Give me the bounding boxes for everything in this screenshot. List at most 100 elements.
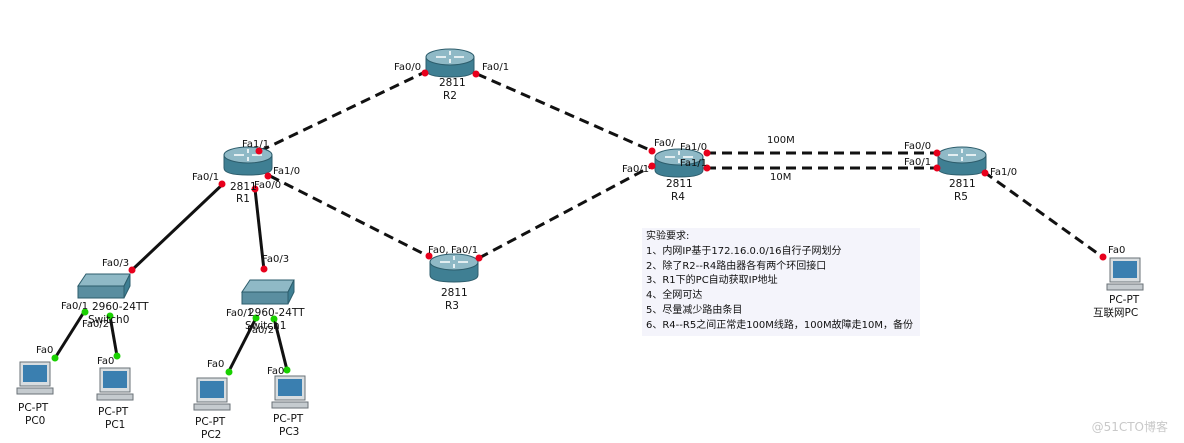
r1-model: 2811 <box>230 181 257 193</box>
screen <box>278 379 302 396</box>
screen <box>103 371 127 388</box>
requirement-item: 6、R4--R5之间正常走100M线路，100M故障走10M，备份 <box>646 319 913 331</box>
pc-base <box>1106 283 1144 291</box>
port-labels: Fa0/0 Fa0/1 Fa1/1 Fa0/1 Fa1/0 Fa0/0 Fa0/… <box>36 62 1125 377</box>
port-dot <box>113 352 121 360</box>
requirement-item: 5、尽量减少路由条目 <box>646 304 743 316</box>
port-dot <box>648 147 656 155</box>
pc-pc1[interactable] <box>96 367 134 401</box>
r4-name: R4 <box>671 191 685 203</box>
sw0-name: Switch0 <box>88 314 129 326</box>
port-dot <box>51 354 59 362</box>
pc-base <box>96 393 134 401</box>
pcinet-name: 互联网PC <box>1093 307 1138 319</box>
port-label: Fa0/1 <box>904 157 931 168</box>
link-r1-sw0 <box>130 181 226 272</box>
port-dot <box>475 254 483 262</box>
port-dot <box>933 149 941 157</box>
port-label: Fa0/2 <box>247 325 274 336</box>
port-label: Fa0/2 <box>82 319 109 330</box>
port-dot <box>106 312 114 320</box>
requirement-item: 4、全网可达 <box>646 290 703 302</box>
link-r1-r3 <box>269 174 429 258</box>
port-label: Fa0/1 <box>192 172 219 183</box>
router-r1[interactable] <box>223 146 273 176</box>
screen <box>1113 261 1137 278</box>
link-sw1-pc2 <box>226 317 258 374</box>
port-label: Fa1/0 <box>990 167 1017 178</box>
port-dot <box>81 308 89 316</box>
pc2-model: PC-PT <box>195 416 226 428</box>
port-label: Fa0 <box>36 345 53 356</box>
sw1-model: 2960-24TT <box>248 307 305 319</box>
port-dot <box>255 147 263 155</box>
link-sw0-pc0 <box>53 311 86 359</box>
port-label: Fa0 <box>97 356 114 367</box>
switch-icon <box>77 273 131 287</box>
link-label-100m: 100M <box>767 135 795 146</box>
port-dot <box>270 315 278 323</box>
port-label: Fa0/1 <box>622 164 649 175</box>
r1-name: R1 <box>236 193 250 205</box>
port-label: Fa1/1 <box>680 158 707 169</box>
port-dot <box>128 266 136 274</box>
port-dot <box>703 149 711 157</box>
link-sw1-pc3 <box>272 317 289 371</box>
requirements-title: 实验要求: <box>646 231 690 242</box>
pc-pc0[interactable] <box>16 361 54 395</box>
router-arrows-icon <box>436 51 464 63</box>
router-r3[interactable] <box>429 253 479 283</box>
port-label: Fa0, <box>428 245 449 256</box>
pc2-name: PC2 <box>201 429 221 441</box>
switch-side <box>123 273 131 299</box>
port-dot <box>251 185 259 193</box>
port-dots <box>51 69 1107 376</box>
router-arrows-icon <box>234 149 262 161</box>
pc0-model: PC-PT <box>18 402 49 414</box>
port-label: Fa0/0 <box>394 62 421 73</box>
pc3-name: PC3 <box>279 426 299 438</box>
links <box>53 70 1105 374</box>
pc-base <box>271 401 309 409</box>
port-label: Fa0/1 <box>482 62 509 73</box>
pc-pc3[interactable] <box>271 375 309 409</box>
link-r2-r4 <box>476 72 653 153</box>
switch-sw0[interactable] <box>77 273 131 299</box>
link-sw0-pc1 <box>108 315 119 357</box>
port-label: Fa1/1 <box>242 139 269 150</box>
port-label: Fa0/1 <box>226 308 253 319</box>
r5-name: R5 <box>954 191 968 203</box>
router-r2[interactable] <box>425 48 475 78</box>
port-dot <box>252 314 260 322</box>
router-arrows-icon <box>440 256 468 268</box>
port-dot <box>472 70 480 78</box>
port-label: Fa0/ <box>654 138 675 149</box>
pc-pc2[interactable] <box>193 377 231 411</box>
switch-sw1[interactable] <box>241 279 295 305</box>
link-r1-sw1 <box>253 188 266 271</box>
r2-model: 2811 <box>439 77 466 89</box>
port-dot <box>421 69 429 77</box>
port-label: Fa0/1 <box>451 245 478 256</box>
port-label: Fa0/3 <box>262 254 289 265</box>
router-r4[interactable] <box>654 148 704 178</box>
port-dot <box>425 252 433 260</box>
router-arrows-icon <box>665 151 693 163</box>
port-label: Fa0/0 <box>904 141 931 152</box>
r2-name: R2 <box>443 90 457 102</box>
r5-model: 2811 <box>949 178 976 190</box>
port-label: Fa0/0 <box>254 180 281 191</box>
port-dot <box>218 180 226 188</box>
r4-model: 2811 <box>666 178 693 190</box>
router-top <box>429 253 479 271</box>
switch-icon <box>241 279 295 293</box>
switch-side <box>287 279 295 305</box>
port-dot <box>981 169 989 177</box>
sw1-name: Switch1 <box>245 320 286 332</box>
port-dot <box>648 162 656 170</box>
router-r5[interactable] <box>937 146 987 176</box>
r3-name: R3 <box>445 300 459 312</box>
pc-internet[interactable] <box>1106 257 1144 291</box>
port-dot <box>703 164 711 172</box>
